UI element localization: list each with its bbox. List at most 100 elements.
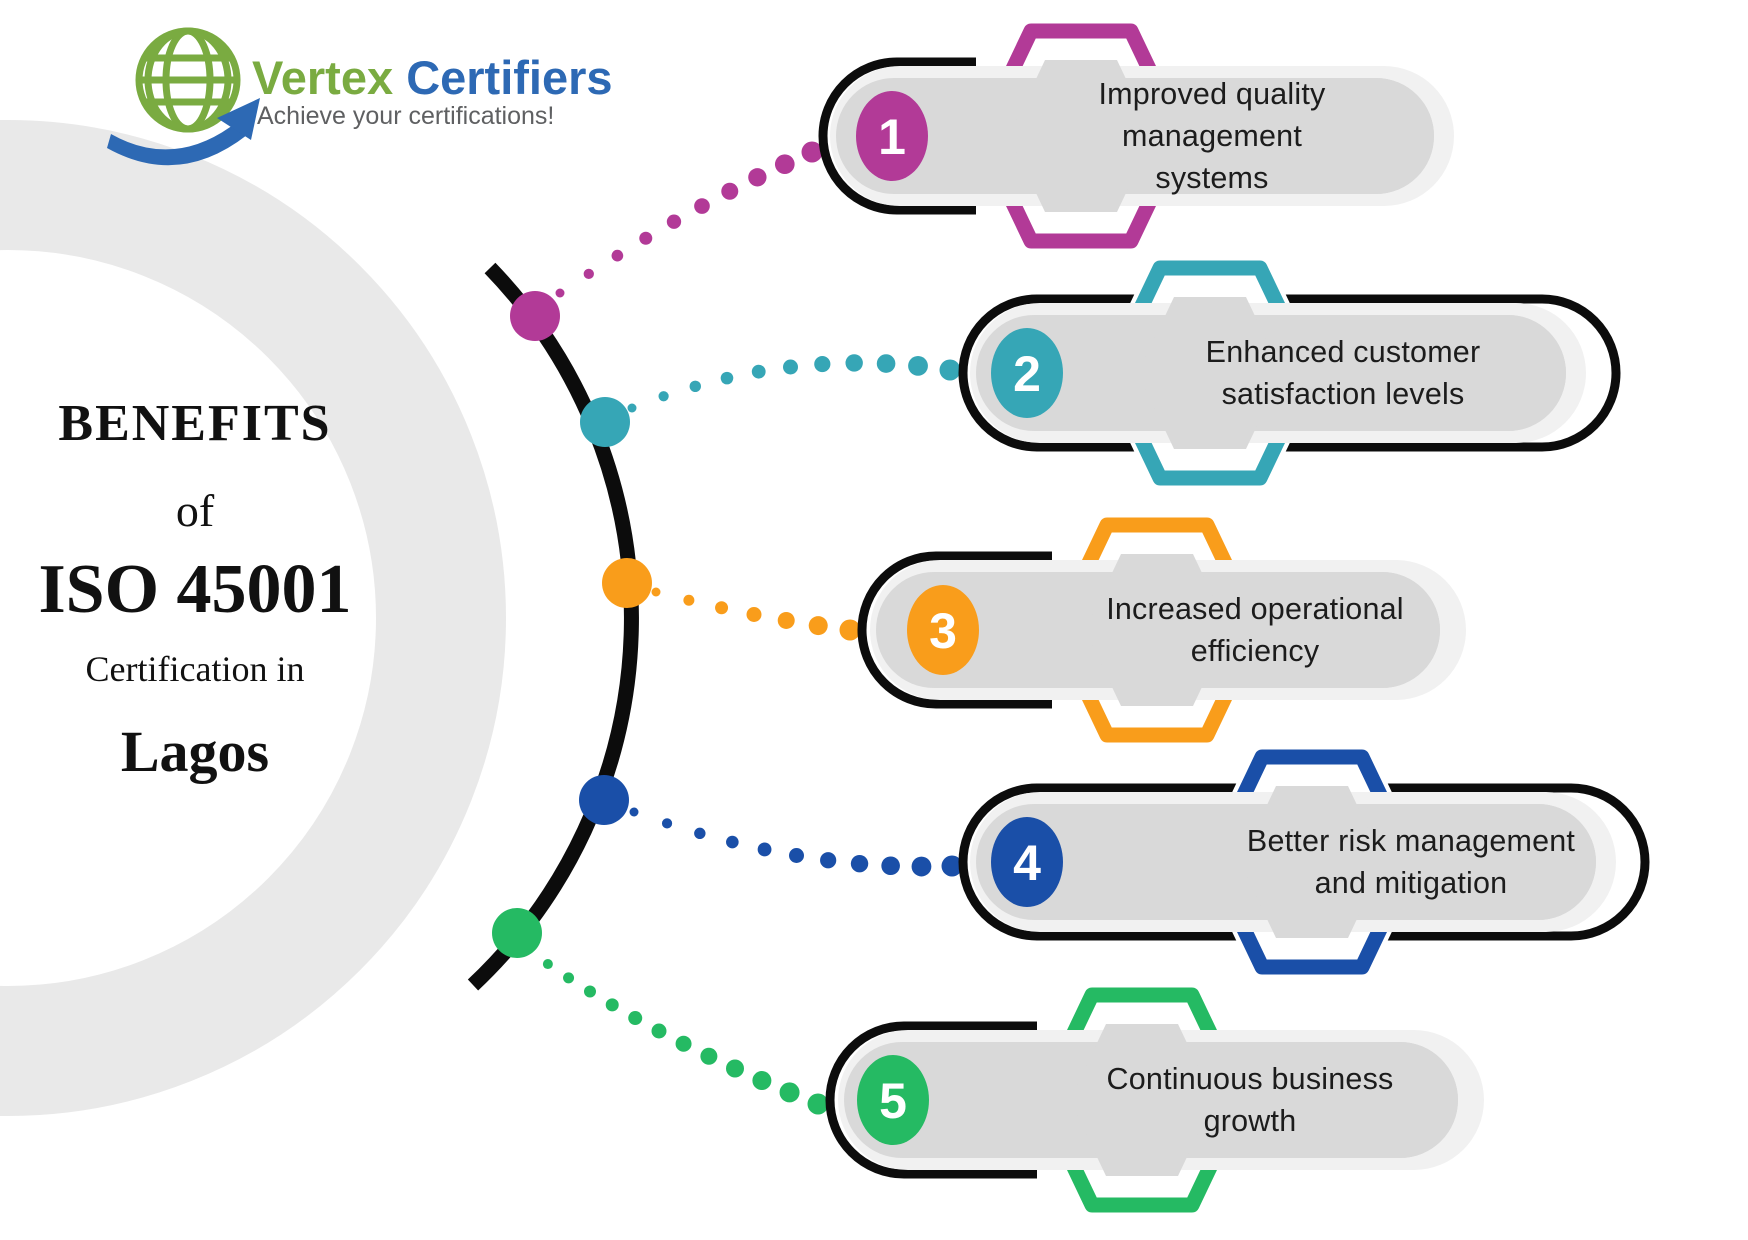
connector-dot	[839, 619, 861, 641]
connector-dot	[807, 1093, 829, 1115]
brand-name-secondary: Certifiers	[406, 51, 613, 104]
gray-ring	[0, 120, 506, 1116]
pill-right-cover	[1206, 1042, 1458, 1158]
row-outline-closed	[958, 294, 1621, 452]
hexagon-inner	[1138, 297, 1282, 449]
brand-tagline: Achieve your certifications!	[257, 102, 555, 130]
connector-dot	[939, 359, 961, 381]
arc-node-dot	[492, 908, 542, 958]
connector-dot	[629, 807, 639, 817]
badge-number: 2	[1013, 346, 1041, 402]
connector-dot	[757, 842, 772, 857]
connector-dot	[689, 380, 701, 393]
connector-dot	[774, 154, 795, 175]
connector-dot	[808, 616, 828, 636]
logo-globe-icon	[107, 27, 260, 166]
badge-number: 1	[878, 109, 906, 165]
number-badge	[991, 817, 1063, 907]
connector-dots-layer	[492, 141, 963, 1115]
connector-dot	[683, 594, 695, 606]
connector-dot	[628, 1011, 643, 1026]
connector-dot	[583, 268, 594, 280]
row-outline-open	[857, 551, 1052, 709]
connector-dot	[651, 1023, 667, 1039]
connector-dot	[555, 288, 565, 298]
connector-dot	[777, 611, 795, 629]
hexagon-inner	[1009, 60, 1153, 212]
timeline-arc	[467, 262, 639, 991]
title-standard: ISO 45001	[38, 551, 352, 628]
connector-dot	[694, 198, 710, 214]
number-badge	[991, 328, 1063, 418]
pill-right-cover	[1221, 572, 1440, 688]
arc-node-dot	[579, 775, 629, 825]
benefit-row: 2	[958, 255, 1621, 491]
pill-right-cover	[1376, 804, 1596, 920]
connector-dot	[726, 1059, 744, 1078]
connector-dot	[814, 355, 831, 373]
row-outline-open	[818, 57, 976, 215]
connector-dot	[542, 959, 553, 970]
connector-dot	[801, 141, 823, 163]
connector-dot	[661, 818, 673, 829]
connector-dot	[715, 601, 729, 615]
connector-dot	[675, 1035, 692, 1052]
connector-dot	[941, 855, 963, 877]
connector-dot	[720, 371, 734, 385]
connector-dot	[651, 587, 661, 597]
benefit-row: 1	[818, 18, 1454, 254]
badge-number: 4	[1013, 835, 1041, 891]
arc-node-dot	[580, 397, 630, 447]
connector-dot	[876, 354, 896, 373]
connector-dot	[721, 182, 739, 200]
connector-dot	[627, 403, 637, 413]
benefit-label: Improved quality management systems	[1098, 77, 1326, 195]
number-badge	[907, 585, 979, 675]
connector-dot	[783, 359, 798, 375]
connector-dot	[639, 231, 653, 245]
brand-name-primary: Vertex	[252, 51, 394, 104]
connector-dot	[605, 998, 619, 1012]
connector-dot	[700, 1047, 718, 1065]
connector-dot	[845, 354, 863, 372]
connector-dot	[658, 391, 669, 402]
connector-dot	[908, 355, 928, 376]
benefit-label: Continuous business growth	[1106, 1062, 1394, 1138]
row-outline-open	[825, 1021, 1037, 1179]
benefit-label: Increased operational efficiency	[1106, 592, 1404, 668]
connector-dot	[850, 854, 869, 873]
benefit-label: Better risk management and mitigation	[1246, 824, 1576, 900]
title-certification-in: Certification in	[85, 649, 305, 689]
hexagon-inner	[1240, 786, 1384, 938]
benefit-label: Enhanced customer satisfaction levels	[1205, 335, 1481, 411]
connector-dot	[789, 848, 804, 863]
connector-dot	[911, 856, 932, 877]
title-of: of	[175, 485, 215, 536]
hexagon-inner	[1070, 1024, 1214, 1176]
connector-dot	[563, 972, 575, 984]
connector-dot	[820, 852, 837, 869]
number-badge	[856, 91, 928, 181]
connector-dot	[726, 835, 739, 849]
benefit-row: 4	[958, 744, 1650, 980]
arc-node-dot	[602, 558, 652, 608]
connector-dot	[694, 827, 706, 840]
title-city: Lagos	[120, 719, 270, 784]
arc-node-dot	[510, 291, 560, 341]
brand-name: Vertex Certifiers	[252, 50, 613, 105]
logo-arrow	[107, 98, 260, 166]
title-benefits: BENEFITS	[58, 395, 332, 452]
number-badge	[857, 1055, 929, 1145]
hexagon-inner	[1085, 554, 1229, 706]
connector-dot	[584, 985, 596, 998]
connector-dot	[779, 1082, 800, 1103]
pill-right-cover	[1145, 78, 1434, 194]
benefit-row: 3	[857, 512, 1466, 748]
benefit-row: 5	[825, 982, 1484, 1218]
badge-number: 3	[929, 603, 957, 659]
connector-dot	[748, 168, 767, 187]
connector-dot	[881, 856, 900, 876]
pill-right-cover	[1274, 315, 1566, 431]
